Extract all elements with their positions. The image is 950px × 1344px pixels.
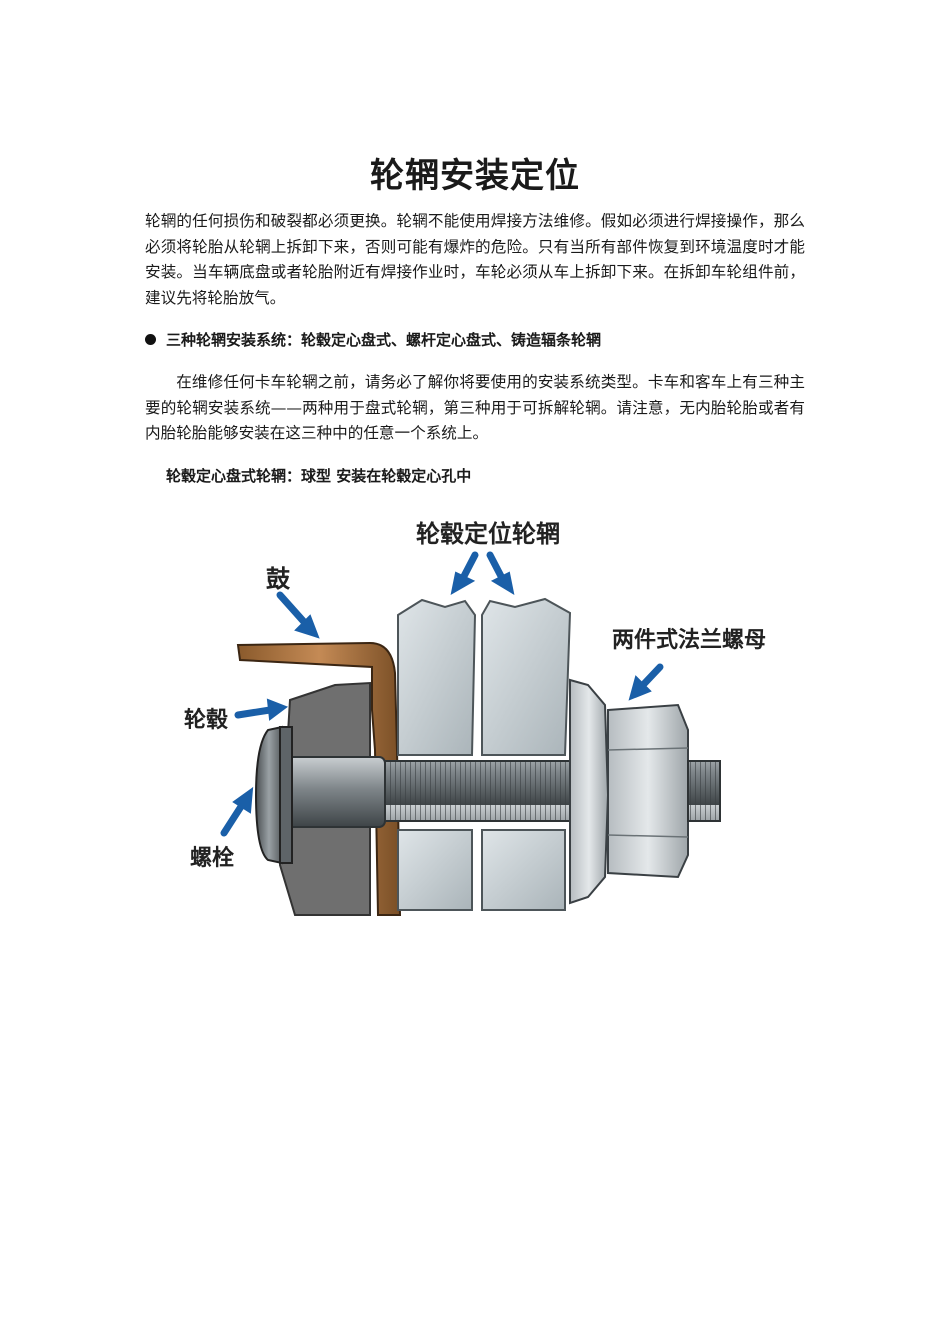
stud-tip <box>687 760 721 822</box>
label-drum: 鼓 <box>266 565 291 593</box>
label-two-piece-flange-nut: 两件式法兰螺母 <box>612 627 766 653</box>
flange-nut <box>607 703 689 879</box>
stud-shank <box>284 756 386 828</box>
label-hub: 轮毂 <box>184 707 228 733</box>
label-hub-pilot-rims: 轮毂定位轮辋 <box>416 520 560 548</box>
bullet-dot-icon <box>145 334 156 345</box>
hub-pilot-diagram: 轮毂定位轮辋 鼓 两件式法兰螺母 轮毂 螺栓 <box>184 520 766 916</box>
section-subheading: 轮毂定心盘式轮辋：球型 安装在轮毂定心孔中 <box>166 467 472 485</box>
callout-arrows <box>220 551 664 837</box>
rim-blocks <box>397 597 572 911</box>
stud-head <box>254 725 283 865</box>
mounting-systems-paragraph: 在维修任何卡车轮辋之前，请务必了解你将要使用的安装系统类型。卡车和客车上有三种主… <box>145 373 805 442</box>
label-stud: 螺栓 <box>190 846 234 871</box>
drum-body <box>236 641 402 916</box>
flange-washer <box>569 678 610 905</box>
intro-paragraph: 轮辋的任何损伤和破裂都必须更换。轮辋不能使用焊接方法维修。假如必须进行焊接操作，… <box>145 212 805 307</box>
bullet-heading: 三种轮辋安装系统：轮毂定心盘式、螺杆定心盘式、铸造辐条轮辋 <box>145 329 601 350</box>
page-title: 轮辋安装定位 <box>370 156 580 196</box>
bullet-heading-text: 三种轮辋安装系统：轮毂定心盘式、螺杆定心盘式、铸造辐条轮辋 <box>166 331 602 349</box>
